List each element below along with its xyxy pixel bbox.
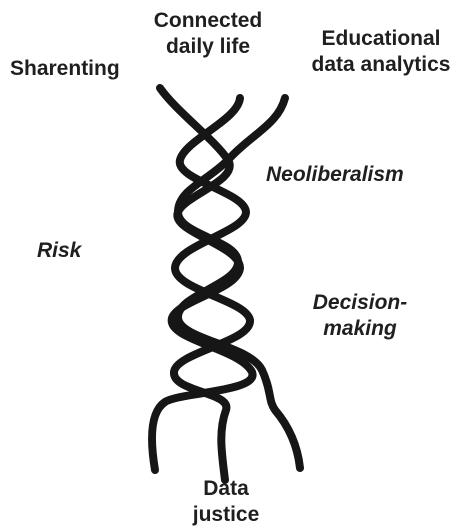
label-risk: Risk [37, 238, 81, 264]
strand-educational-data-analytics [174, 94, 304, 472]
decision-line-1: Decision- [312, 291, 408, 314]
sharenting-text: Sharenting [10, 57, 120, 80]
connected-line-2: daily life [165, 35, 251, 58]
label-educational-data-analytics: Educational data analytics [306, 26, 456, 78]
label-sharenting: Sharenting [10, 56, 120, 82]
label-neoliberalism: Neoliberalism [266, 162, 404, 188]
educational-line-2: data analytics [311, 53, 451, 76]
label-data-justice: Data justice [178, 476, 274, 528]
label-decision-making: Decision- making [300, 290, 420, 342]
data-justice-line-1: Data [203, 477, 249, 500]
label-connected-daily-life: Connected daily life [148, 8, 268, 60]
educational-line-1: Educational [321, 27, 441, 50]
connected-line-1: Connected [153, 9, 263, 32]
decision-line-2: making [323, 317, 397, 340]
neoliberalism-text: Neoliberalism [266, 163, 404, 186]
data-justice-line-2: justice [192, 503, 260, 526]
risk-text: Risk [37, 239, 82, 262]
